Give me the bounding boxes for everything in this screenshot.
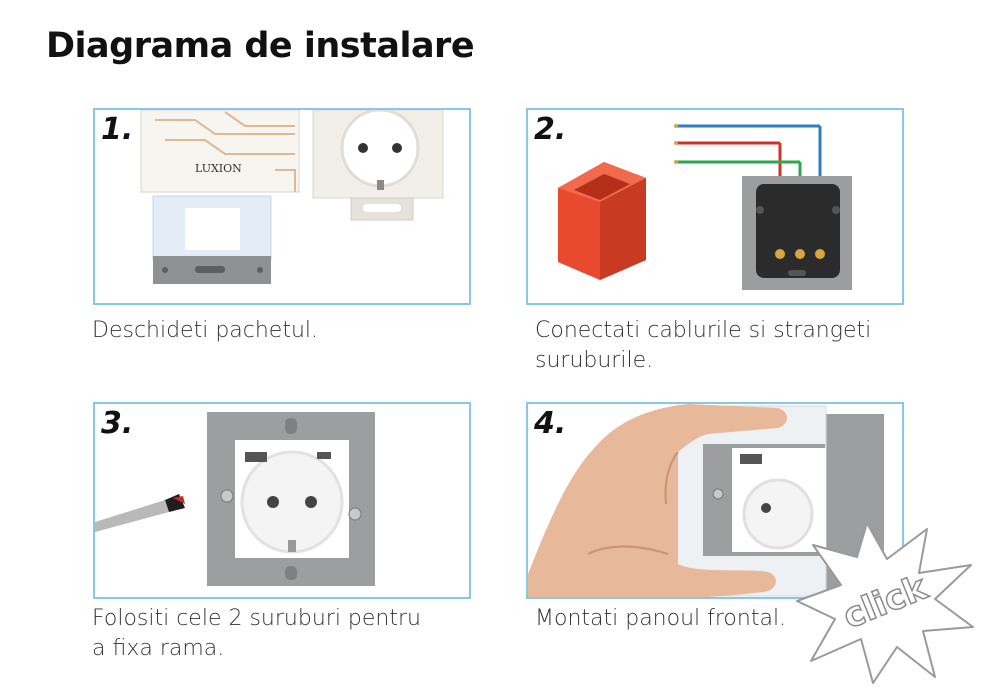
step-4-number: 4. [534, 406, 567, 441]
front-panel-illustration [528, 404, 884, 597]
page-title: Diagrama de instalare [46, 26, 475, 66]
step-1-number: 1. [101, 112, 134, 147]
wiring-illustration [558, 124, 852, 290]
step-4-caption: Montati panoul frontal. [535, 604, 786, 634]
step-1-panel: 1. LUXION [93, 108, 471, 305]
step-3-number: 3. [101, 406, 134, 441]
step-1-caption-line: Deschideti pachetul. [92, 318, 319, 343]
step-2-number: 2. [534, 112, 567, 147]
step-2-caption: Conectati cablurile si strangeti surubur… [535, 316, 871, 376]
step-3-caption-line-1: Folositi cele 2 suruburi pentru [92, 606, 421, 631]
step-2-caption-line-2: suruburile. [535, 348, 654, 373]
step-3-caption-line-2: a fixa rama. [92, 636, 225, 661]
step-2-caption-line-1: Conectati cablurile si strangeti [535, 318, 872, 343]
step-1-caption: Deschideti pachetul. [92, 316, 318, 346]
step-2-panel: 2. [526, 108, 904, 305]
step-3-caption: Folositi cele 2 suruburi pentru a fixa r… [92, 604, 421, 664]
brand-label: LUXION [195, 162, 242, 175]
click-badge: click [796, 522, 974, 684]
screwing-illustration [95, 412, 375, 586]
package-illustration: LUXION [140, 110, 444, 284]
step-4-caption-line: Montati panoul frontal. [535, 606, 787, 631]
step-3-panel: 3. [93, 402, 471, 599]
